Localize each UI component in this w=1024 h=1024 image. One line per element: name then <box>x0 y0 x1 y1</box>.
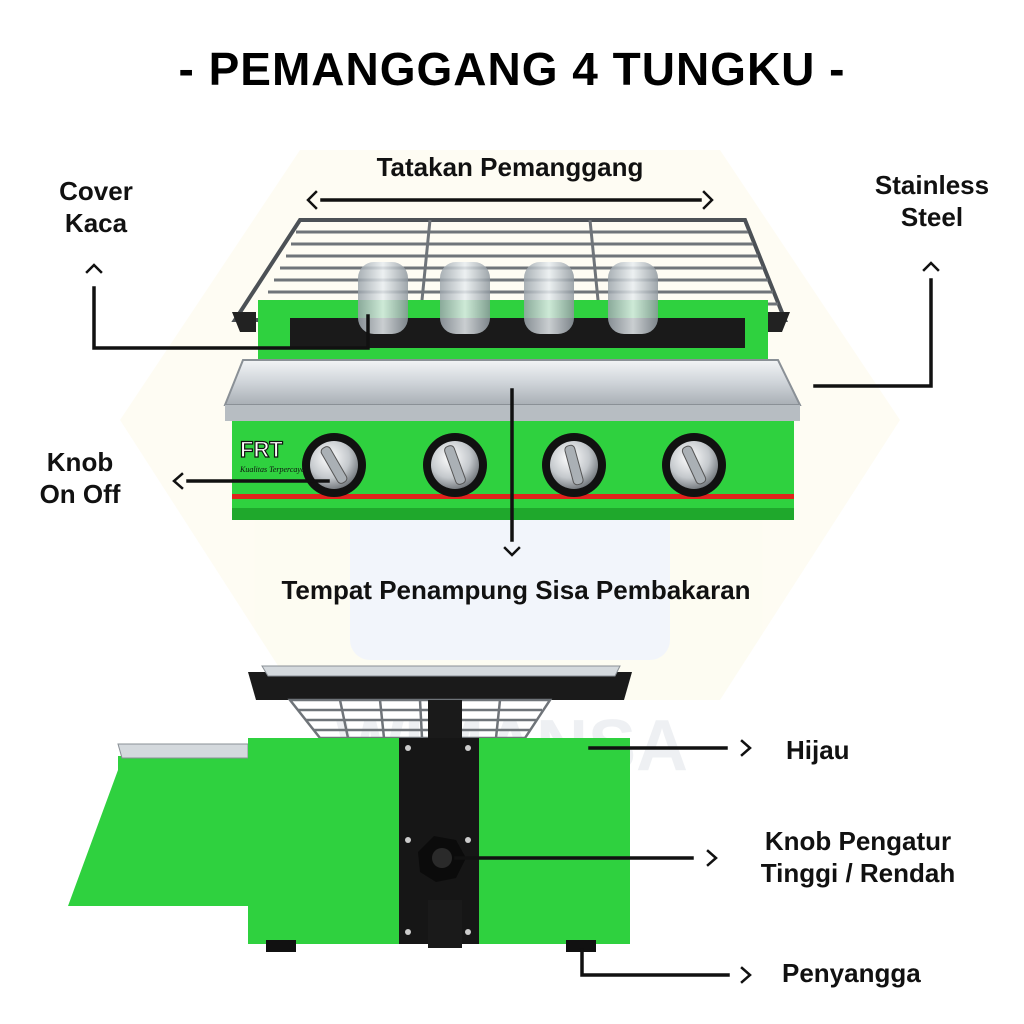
knob-4 <box>662 433 726 497</box>
label-cover-kaca: Cover Kaca <box>40 176 152 239</box>
annotation-lines-side <box>454 739 752 984</box>
label-knob-line2: On Off <box>39 478 121 509</box>
label-knob-pengatur: Knob Pengatur Tinggi / Rendah <box>732 826 984 889</box>
svg-text:OFF: OFF <box>448 435 462 442</box>
label-tatakan: Tatakan Pemanggang <box>376 152 644 182</box>
svg-text:OFF: OFF <box>567 435 581 442</box>
knob-3: OFF <box>542 433 606 497</box>
label-knob-line1: Knob <box>46 447 114 477</box>
page-title: - PEMANGGANG 4 TUNGKU - <box>178 43 846 95</box>
label-stainless-steel: Stainless Steel <box>852 170 1012 233</box>
label-knob-on-off: Knob On Off <box>20 447 140 510</box>
annotation-lines-top <box>85 190 940 557</box>
glass-covers <box>358 262 658 334</box>
label-penampung: Tempat Penampung Sisa Pembakaran <box>281 575 751 605</box>
knob-2: OFF <box>423 433 487 497</box>
label-penyangga: Penyangga <box>782 958 921 988</box>
foot-right <box>566 940 596 952</box>
label-hijau: Hijau <box>786 735 850 765</box>
foot-left <box>266 940 296 952</box>
label-stainless-line2: Steel <box>900 201 964 232</box>
grill-side-view <box>68 665 632 952</box>
knob-1: OFF <box>302 433 366 497</box>
label-knob-pengatur-line2: Tinggi / Rendah <box>760 857 956 888</box>
brand-logo: FRT <box>240 437 283 462</box>
side-drawer <box>68 756 248 906</box>
label-knob-pengatur-line1: Knob Pengatur <box>764 826 952 856</box>
label-cover-line2: Kaca <box>64 207 128 238</box>
label-stainless-line1: Stainless <box>874 170 990 200</box>
svg-text:OFF: OFF <box>327 435 341 442</box>
height-knob <box>418 836 466 882</box>
brand-tagline: Kualitas Terpercaya <box>239 465 305 474</box>
label-cover-line1: Cover <box>59 176 133 206</box>
